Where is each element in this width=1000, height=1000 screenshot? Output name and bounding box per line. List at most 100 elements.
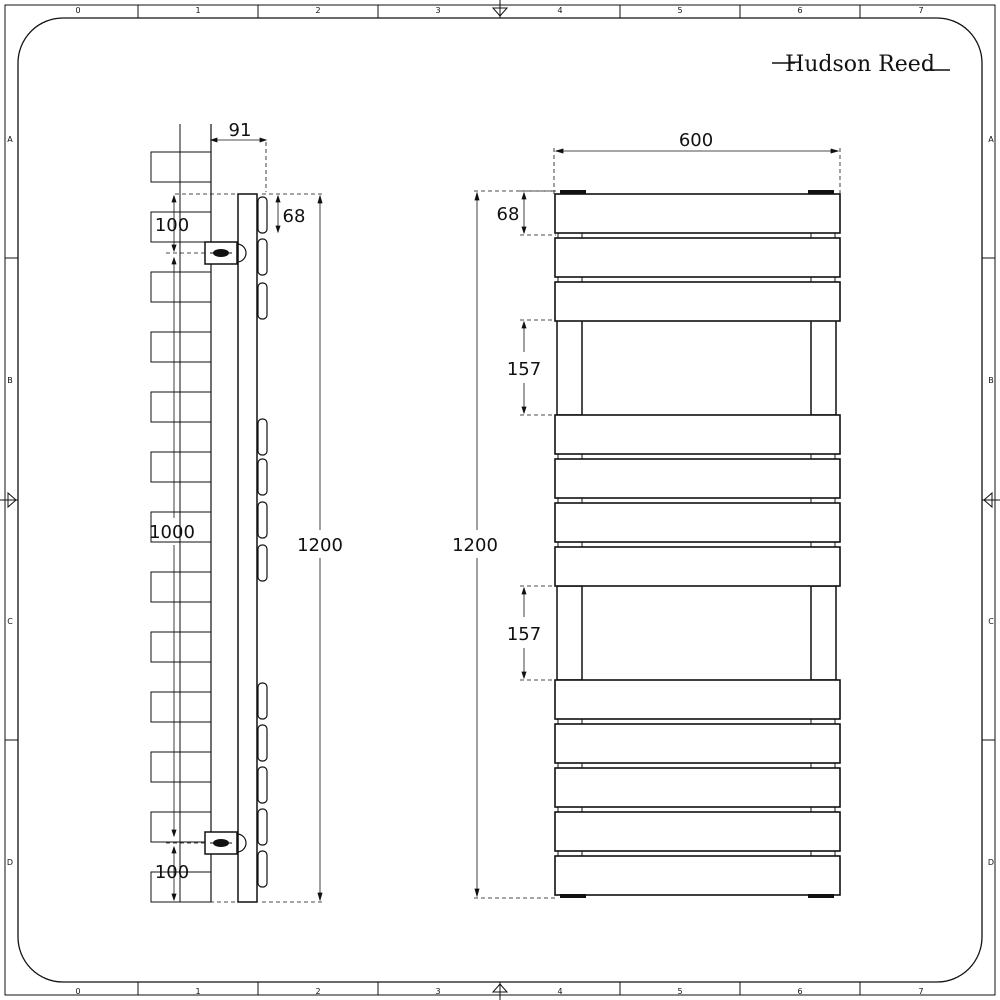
flat-bar: [554, 679, 841, 720]
col-label: 3: [435, 6, 440, 15]
col-label: 7: [918, 987, 923, 996]
bar-end: [257, 682, 268, 720]
col-label: 7: [918, 6, 923, 15]
dim-bracket-spacing-label: 1000: [149, 522, 195, 543]
brick: [150, 631, 212, 663]
end-cap: [560, 190, 586, 194]
flat-bar: [554, 281, 841, 322]
dim-bracket-top: [166, 193, 238, 254]
col-label: 1: [195, 6, 200, 15]
row-label: A: [7, 135, 13, 144]
bar-end: [257, 850, 268, 888]
frame-labels: 0 1 2 3 4 5 6 7 0 1 2 3 4 5 6 7 A B C D …: [7, 6, 994, 996]
dim-bracket-bottom: [166, 842, 238, 903]
brick: [179, 361, 212, 393]
bar-end: [257, 766, 268, 804]
rail-right-upper: [810, 319, 837, 416]
flat-bar: [554, 458, 841, 499]
bar-end: [257, 458, 268, 496]
flat-bars: [554, 193, 841, 896]
bottom-ticks: [137, 982, 861, 995]
flat-bar: [554, 414, 841, 455]
col-label: 6: [797, 6, 802, 15]
dim-bracket-top-label: 100: [155, 215, 189, 236]
rail-right-lower: [810, 585, 837, 681]
dim-bar-height: [262, 193, 322, 234]
brick: [150, 691, 212, 723]
flat-bar: [554, 546, 841, 587]
bar-end: [257, 724, 268, 762]
brick: [150, 391, 212, 423]
bar-ends: [257, 196, 268, 888]
brick: [150, 811, 212, 843]
dim-depth-label: 91: [229, 120, 252, 141]
flat-bar: [554, 855, 841, 896]
col-label: 3: [435, 987, 440, 996]
dim-width-label: 600: [679, 130, 713, 151]
flat-bar: [554, 237, 841, 278]
brick: [150, 571, 212, 603]
dim-front-total-height: [474, 190, 556, 899]
dim-bar-height-label: 68: [283, 206, 306, 227]
bar-end: [257, 544, 268, 582]
brick: [150, 751, 212, 783]
flat-bar: [554, 767, 841, 808]
side-view: 91 68 1200 100 1000: [149, 120, 343, 903]
dim-depth: [209, 137, 268, 192]
dim-gap-lower-label: 157: [507, 624, 541, 645]
brick: [179, 781, 212, 813]
brick: [179, 601, 212, 633]
col-label: 4: [557, 6, 562, 15]
col-label: 5: [677, 987, 682, 996]
brand-logo: Hudson Reed: [772, 52, 950, 77]
dim-front-total-height-label: 1200: [452, 535, 498, 556]
end-cap: [808, 894, 834, 898]
outer-border: [4, 4, 996, 996]
col-label: 0: [75, 6, 80, 15]
col-label: 0: [75, 987, 80, 996]
brick: [179, 661, 212, 693]
bar-end: [257, 238, 268, 276]
row-label: C: [988, 617, 994, 626]
brick: [179, 481, 212, 513]
col-label: 2: [315, 987, 320, 996]
brick: [150, 451, 212, 483]
bar-end: [257, 196, 268, 234]
brick: [150, 271, 212, 303]
dim-bracket-spacing: [171, 256, 177, 838]
brick: [179, 541, 212, 573]
row-label: B: [988, 376, 994, 385]
brick: [179, 181, 212, 213]
col-label: 1: [195, 987, 200, 996]
bar-end: [257, 501, 268, 539]
brick: [179, 301, 212, 333]
row-label: A: [988, 135, 994, 144]
dim-total-height: [262, 194, 323, 903]
brand-name: Hudson Reed: [785, 52, 935, 77]
row-label: D: [7, 858, 13, 867]
bar-end: [257, 418, 268, 456]
col-label: 4: [557, 987, 562, 996]
rail-left-upper: [556, 319, 583, 416]
side-rails: [556, 319, 837, 681]
dim-total-height-label: 1200: [297, 535, 343, 556]
end-cap: [560, 894, 586, 898]
end-caps: [560, 190, 834, 898]
flat-bar: [554, 193, 841, 234]
dim-gap-upper: [520, 319, 556, 416]
wall-bracket-bottom: [204, 831, 247, 855]
col-label: 5: [677, 6, 682, 15]
brick: [150, 151, 212, 183]
flat-bar: [554, 811, 841, 852]
dim-gap-upper-label: 157: [507, 359, 541, 380]
rail-left-lower: [556, 585, 583, 681]
col-label: 2: [315, 6, 320, 15]
row-label: B: [7, 376, 13, 385]
end-cap: [808, 190, 834, 194]
dim-gap-lower: [520, 585, 556, 681]
dim-bracket-bottom-label: 100: [155, 862, 189, 883]
brick: [179, 721, 212, 753]
brick: [150, 871, 212, 903]
